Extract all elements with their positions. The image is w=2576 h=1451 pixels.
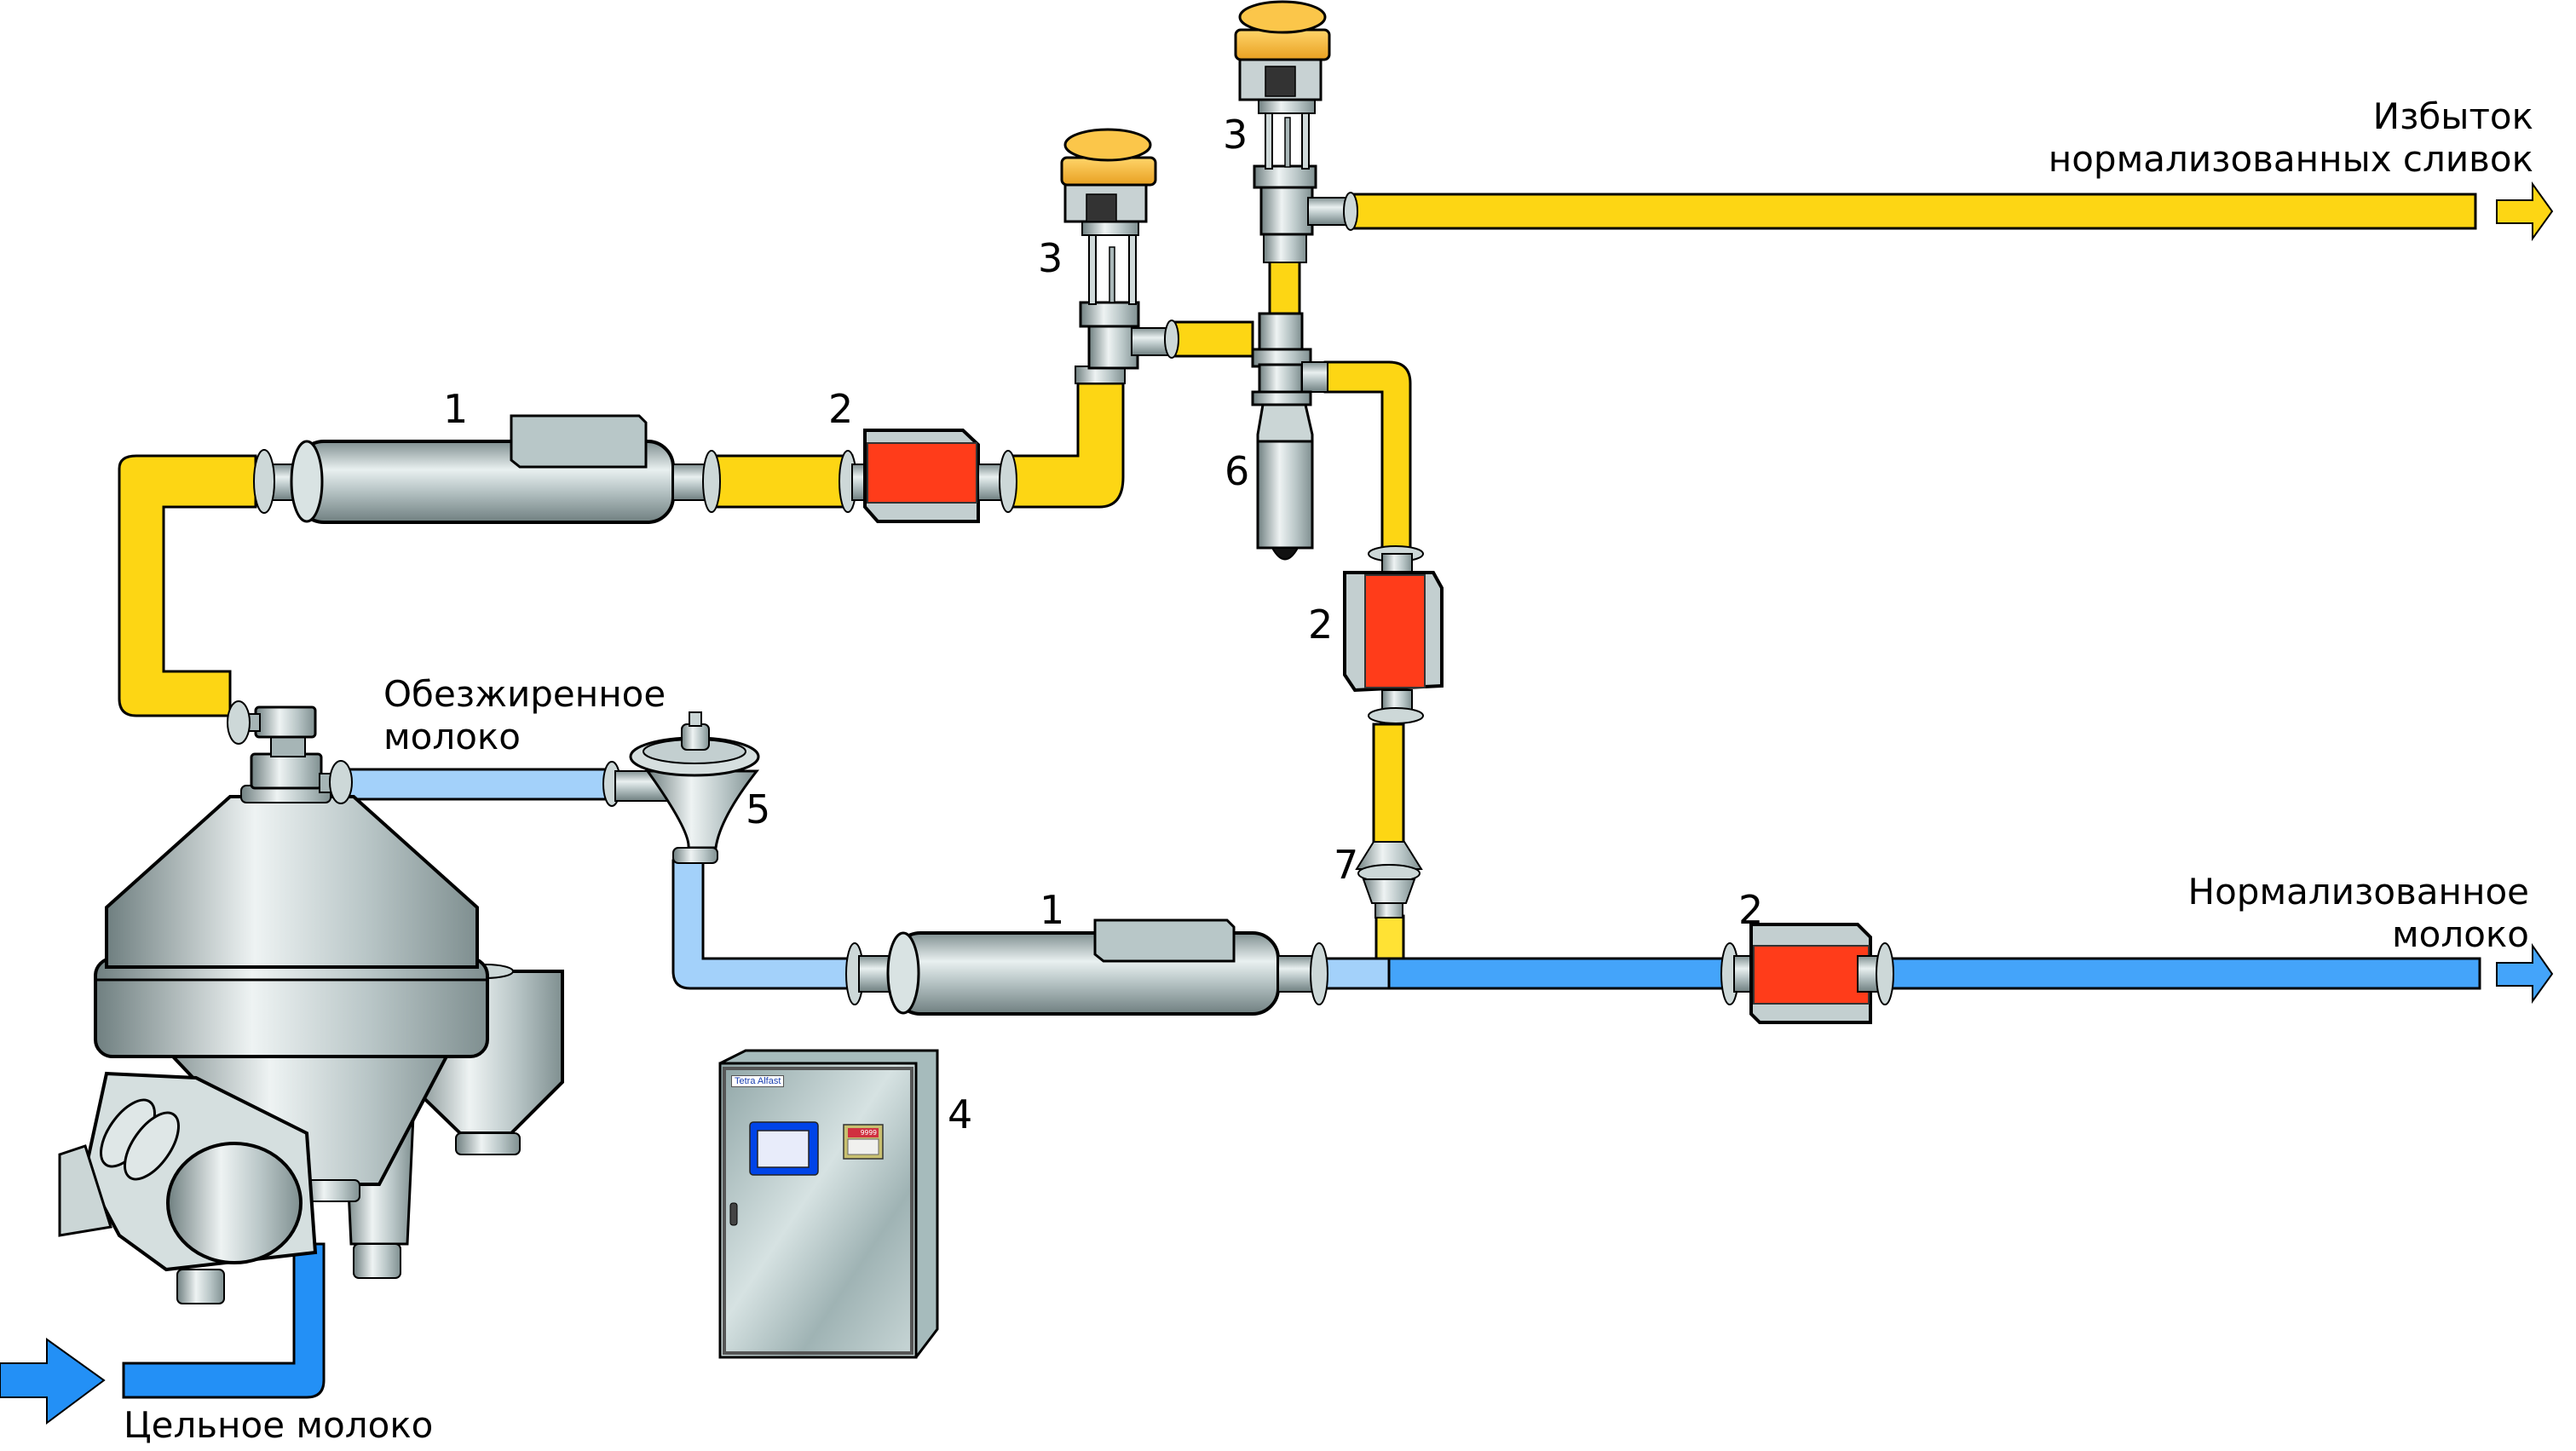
density-meter-upper [253, 414, 721, 524]
label-constant-pressure-valve: 5 [746, 786, 771, 832]
cream-pipe-down [1323, 360, 1412, 556]
excess-cream-arrow-icon [2496, 181, 2554, 242]
cabinet-display-value: 9999 [860, 1129, 877, 1137]
cabinet-brand-label: Tetra Alfast [731, 1075, 785, 1087]
skim-pipe-down [671, 859, 854, 990]
cream-pipe-to-check-valve [1372, 723, 1405, 845]
cream-pipe-mixing [1374, 914, 1405, 962]
excess-cream-pipe [1349, 193, 2477, 230]
label-flow-meter-upper: 2 [828, 386, 854, 432]
standardized-milk-pipe-out [1886, 957, 2481, 990]
excess-cream-label-line2: нормализованных сливок [2048, 138, 2533, 180]
cream-pipe-tee [1170, 320, 1254, 358]
cream-pipe-vertical-short [1268, 258, 1301, 317]
door-handle[interactable] [729, 1202, 738, 1226]
skim-pipe-after-meter [1323, 957, 1391, 990]
skim-pipe-top [339, 768, 615, 801]
shut-off-valve [1251, 312, 1328, 561]
label-shut-off-valve: 6 [1225, 448, 1250, 494]
standardized-milk-label-line1: Нормализованное [2187, 871, 2529, 913]
skim-milk-label: Обезжиренное молоко [383, 673, 666, 758]
excess-cream-label: Избыток нормализованных сливок [2049, 95, 2533, 181]
flow-meter-upper [838, 429, 1017, 523]
density-meter-lower [845, 918, 1328, 1016]
cream-pipe-to-valve [1008, 382, 1125, 509]
standardized-milk-pipe [1387, 957, 1732, 990]
standardized-milk-arrow-icon [2496, 942, 2554, 1005]
label-flow-meter-lower: 2 [1738, 887, 1764, 933]
whole-milk-pipe [122, 1242, 326, 1399]
control-valve-left [1060, 128, 1179, 384]
label-density-meter-lower: 1 [1040, 887, 1065, 933]
excess-cream-label-line1: Избыток [2372, 95, 2533, 137]
label-check-valve: 7 [1334, 842, 1359, 888]
whole-milk-arrow-icon [0, 1338, 106, 1425]
label-control-valve-left: 3 [1038, 235, 1063, 281]
cream-pipe-segment [714, 454, 854, 509]
flow-meter-vertical [1343, 545, 1444, 724]
flow-meter-lower [1720, 923, 1894, 1024]
standardized-milk-label-line2: молоко [2392, 913, 2529, 955]
separator [58, 700, 564, 1304]
label-control-cabinet: 4 [948, 1091, 973, 1137]
skim-milk-label-line1: Обезжиренное [383, 673, 666, 715]
control-valve-right [1234, 0, 1358, 263]
cream-pipe-riser [118, 454, 257, 717]
check-valve [1355, 841, 1423, 918]
label-control-valve-right: 3 [1223, 112, 1248, 158]
standardized-milk-label: Нормализованное молоко [2188, 871, 2529, 956]
label-density-meter-upper: 1 [443, 386, 469, 432]
label-flow-meter-vertical: 2 [1308, 602, 1334, 648]
whole-milk-label: Цельное молоко [124, 1404, 434, 1446]
constant-pressure-valve [602, 711, 760, 864]
skim-milk-label-line2: молоко [383, 716, 521, 757]
control-cabinet [718, 1049, 939, 1359]
